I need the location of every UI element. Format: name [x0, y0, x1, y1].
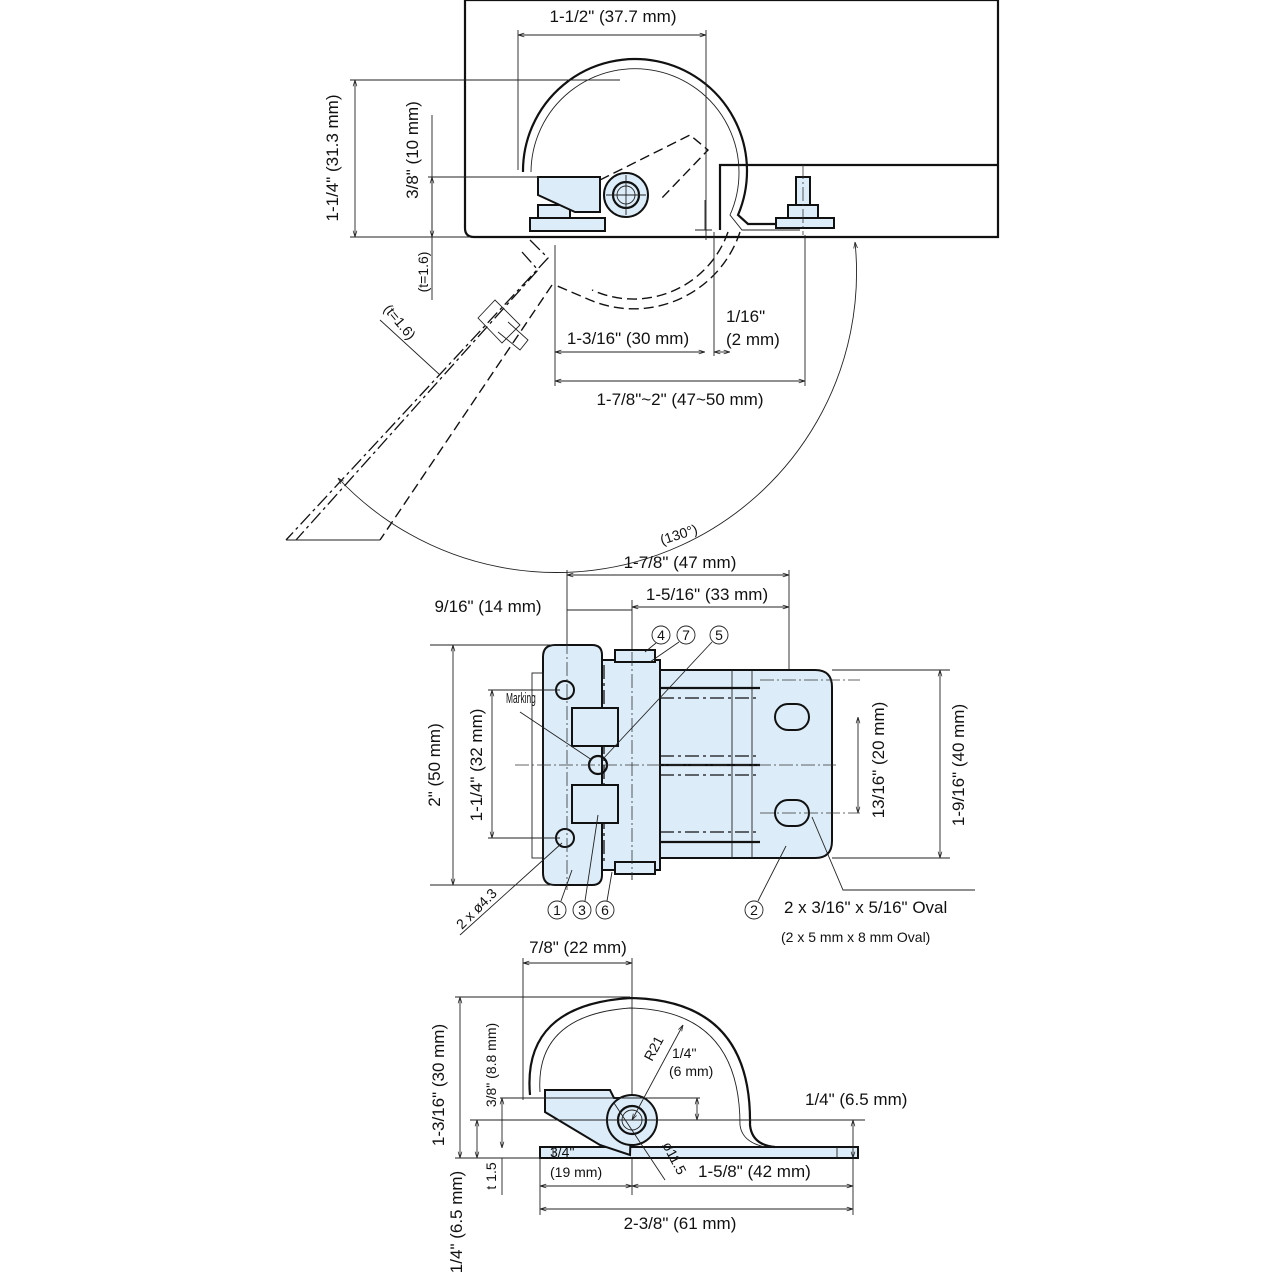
nut [537, 204, 571, 219]
dim-right-label: 1-5/16" (33 mm) [646, 585, 768, 604]
top-view: (130°) 1-1/2" (37.7 mm) 1-1/4" (31.3 mm)… [285, 0, 1000, 573]
thickness-door-label: (t=1.6) [381, 301, 420, 343]
front-view: 1-7/8" (47 mm) 1-5/16" (33 mm) 9/16" (14… [425, 553, 975, 945]
part-balloon-1: 1 [547, 869, 573, 920]
angle-arc [338, 242, 857, 573]
side-view: 7/8" (22 mm) 1-3/16" (30 mm) 3/8" (8.8 m… [429, 938, 907, 1273]
dim-gap-mm-label: (2 mm) [726, 330, 780, 349]
oval-label-mm: (2 x 5 mm x 8 mm Oval) [781, 929, 930, 945]
hinge-arm [521, 57, 782, 226]
dim-plate-height-label: 1-9/16" (40 mm) [949, 704, 968, 826]
dim-width-label: 1-1/2" (37.7 mm) [550, 7, 677, 26]
washer [775, 217, 835, 229]
dim-gap-in-label: 1/16" [726, 307, 765, 326]
dim-left-mm-label: (19 mm) [550, 1164, 602, 1180]
dim-oval-pitch-label: 13/16" (20 mm) [869, 702, 888, 819]
marking-label: Marking [506, 691, 536, 707]
part-balloon-6: 6 [595, 871, 615, 920]
pin-cap-top [614, 649, 656, 663]
dim-height-label: 1-1/4" (31.3 mm) [323, 95, 342, 222]
dim-offset-label: 1-3/16" (30 mm) [567, 329, 689, 348]
thickness-label: t 1.5 [483, 1162, 499, 1189]
hinge-arm [528, 996, 776, 1149]
enclosure-frame [463, 0, 1000, 239]
svg-text:3: 3 [578, 902, 586, 918]
part-balloon-4: 4 [644, 625, 671, 653]
svg-text:1: 1 [553, 902, 561, 918]
svg-text:7: 7 [682, 627, 690, 643]
dim-hole-pitch-label: 1-1/4" (32 mm) [467, 709, 486, 822]
dim-pin-mm-label: (6 mm) [669, 1063, 713, 1079]
dim-width-top-label: 7/8" (22 mm) [529, 938, 627, 957]
door-panel-closed [718, 163, 998, 230]
thickness-frame-label: (t=1.6) [415, 252, 431, 293]
part-balloon-7: 7 [649, 625, 696, 663]
pin-cap-bottom [614, 861, 656, 875]
dim-height-label: 1-3/16" (30 mm) [429, 1024, 448, 1146]
part-balloon-5: 5 [601, 625, 729, 761]
hinge-block [537, 176, 601, 213]
dim-foot-left-label: 1/4" (6.5 mm) [447, 1171, 466, 1273]
svg-text:6: 6 [601, 902, 609, 918]
dim-foot-right-label: 1/4" (6.5 mm) [805, 1090, 907, 1109]
opening-angle-label: (130°) [658, 521, 699, 548]
base-foot [539, 1146, 859, 1159]
svg-text:5: 5 [715, 627, 723, 643]
latch-tab [571, 784, 619, 824]
svg-text:4: 4 [657, 627, 665, 643]
radius-label: R21 [641, 1033, 667, 1063]
svg-text:2: 2 [750, 902, 758, 918]
dim-height-label: 2" (50 mm) [425, 723, 444, 807]
dim-pin-in-label: 1/4" [672, 1045, 696, 1061]
dim-range-label: 1-7/8"~2" (47~50 mm) [596, 390, 763, 409]
dim-total-label: 2-3/8" (61 mm) [624, 1214, 737, 1233]
holes-label: 2 x ø4.3 [453, 885, 500, 932]
part-balloon-3: 3 [572, 814, 599, 920]
oval-hole [774, 703, 810, 731]
dim-left-in-label: 3/4" [550, 1144, 574, 1160]
latch-tab [571, 707, 619, 747]
dim-block-label: 3/8" (8.8 mm) [483, 1023, 499, 1107]
base-plate [529, 217, 606, 232]
dim-total-width-label: 1-7/8" (47 mm) [624, 553, 737, 572]
part-balloon-2: 2 [744, 845, 787, 920]
dim-left-label: 9/16" (14 mm) [434, 597, 541, 616]
dim-pin-height-label: 3/8" (10 mm) [403, 101, 422, 199]
dim-right-label: 1-5/8" (42 mm) [698, 1162, 811, 1181]
oval-label-in: 2 x 3/16" x 5/16" Oval [784, 898, 947, 917]
